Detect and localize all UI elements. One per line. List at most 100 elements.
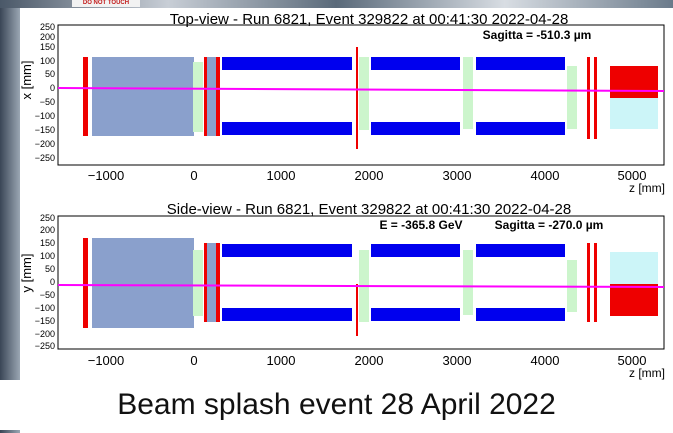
top-view-info-right: Sagitta = -510.3 µm bbox=[483, 28, 592, 42]
x-tick: 1000 bbox=[267, 353, 296, 368]
top-station-1 bbox=[359, 57, 369, 130]
top-view-y-label: x [mm] bbox=[20, 61, 34, 100]
top-station-3 bbox=[567, 66, 577, 129]
side-view-panel: Side-view - Run 6821, Event 329822 at 00… bbox=[19, 198, 673, 380]
y-tick: 0 bbox=[50, 83, 55, 93]
y-tick: 250 bbox=[40, 213, 55, 223]
top-magnet-3-lower bbox=[476, 122, 565, 135]
x-tick: 2000 bbox=[355, 168, 384, 183]
side-red-pair-1 bbox=[587, 243, 590, 322]
top-view-title: Top-view - Run 6821, Event 329822 at 00:… bbox=[170, 11, 569, 28]
top-view-panel: Top-view - Run 6821, Event 329822 at 00:… bbox=[19, 10, 673, 195]
side-view-y-label: y [mm] bbox=[20, 254, 34, 293]
y-tick: −100 bbox=[35, 303, 55, 313]
top-veto-plane bbox=[83, 57, 88, 136]
top-magnet-1-lower bbox=[222, 122, 352, 135]
top-magnet-3-upper bbox=[476, 57, 565, 70]
background-photo-left-edge bbox=[0, 0, 20, 433]
top-red-pair-2 bbox=[594, 57, 597, 139]
x-tick: 3000 bbox=[443, 353, 472, 368]
x-tick: −1000 bbox=[88, 353, 125, 368]
x-tick: 4000 bbox=[531, 168, 560, 183]
y-tick: −200 bbox=[35, 329, 55, 339]
side-view-info-right: Sagitta = -270.0 µm bbox=[495, 218, 604, 232]
y-tick: 100 bbox=[40, 56, 55, 66]
top-red-pair-1 bbox=[587, 57, 590, 139]
slide-caption: Beam splash event 28 April 2022 bbox=[0, 380, 673, 430]
side-magnet-2-upper bbox=[371, 244, 460, 257]
y-tick: −250 bbox=[35, 341, 55, 351]
x-tick: 5000 bbox=[618, 168, 647, 183]
side-view-frame bbox=[57, 215, 665, 350]
x-tick: 3000 bbox=[443, 168, 472, 183]
top-station-0 bbox=[193, 62, 203, 132]
y-tick: −150 bbox=[35, 125, 55, 135]
top-station-2 bbox=[463, 57, 473, 129]
y-tick: 150 bbox=[40, 42, 55, 52]
side-magnet-1-upper bbox=[222, 244, 352, 257]
side-station-0 bbox=[193, 250, 203, 316]
side-magnet-2-lower bbox=[371, 308, 460, 321]
top-stack-red-2 bbox=[216, 57, 220, 136]
side-veto-plane bbox=[83, 238, 88, 328]
side-stack-red-1 bbox=[204, 243, 207, 322]
side-absorber-block bbox=[92, 238, 194, 328]
x-tick: 0 bbox=[190, 168, 197, 183]
x-tick: 5000 bbox=[618, 353, 647, 368]
side-red-pair-2 bbox=[594, 243, 597, 322]
top-calo-cyan bbox=[610, 92, 658, 129]
x-tick: 0 bbox=[190, 353, 197, 368]
y-tick: 100 bbox=[40, 251, 55, 261]
y-tick: −200 bbox=[35, 139, 55, 149]
top-muon-track bbox=[57, 87, 665, 92]
top-view-plot: Top-view - Run 6821, Event 329822 at 00:… bbox=[19, 11, 665, 195]
top-magnet-1-upper bbox=[222, 57, 352, 70]
side-view-detector bbox=[57, 238, 665, 336]
side-view-y-ticks: 250 200 150 100 50 0 −50 −100 −150 −200 … bbox=[35, 213, 55, 351]
side-magnet-3-upper bbox=[476, 244, 565, 257]
y-tick: 250 bbox=[40, 22, 55, 32]
top-magnet-2-lower bbox=[371, 122, 460, 135]
y-tick: −150 bbox=[35, 316, 55, 326]
top-view-detector bbox=[57, 47, 665, 149]
x-tick: 2000 bbox=[355, 353, 384, 368]
top-calo-red bbox=[610, 66, 658, 98]
side-muon-track bbox=[57, 284, 665, 288]
background-photo-top-edge bbox=[0, 0, 673, 8]
top-absorber-block bbox=[92, 57, 194, 136]
side-magnet-1-lower bbox=[222, 308, 352, 321]
y-tick: 50 bbox=[45, 264, 55, 274]
top-magnet-2-upper bbox=[371, 57, 460, 70]
top-stack-grey bbox=[207, 57, 216, 136]
side-station-2 bbox=[463, 250, 473, 315]
y-tick: −50 bbox=[40, 290, 55, 300]
x-tick: 4000 bbox=[531, 353, 560, 368]
y-tick: −100 bbox=[35, 111, 55, 121]
side-magnet-3-lower bbox=[476, 308, 565, 321]
background-sticker: DO NOT TOUCH bbox=[72, 0, 140, 7]
side-stack-grey bbox=[207, 243, 216, 322]
top-view-x-ticks: −1000 0 1000 2000 3000 4000 5000 bbox=[88, 168, 647, 183]
side-view-info-left: E = -365.8 GeV bbox=[379, 218, 462, 232]
side-calo-cyan bbox=[610, 252, 658, 284]
side-view-x-label: z [mm] bbox=[629, 366, 665, 380]
side-view-plot: Side-view - Run 6821, Event 329822 at 00… bbox=[19, 201, 665, 380]
y-tick: 0 bbox=[50, 277, 55, 287]
x-tick: 1000 bbox=[267, 168, 296, 183]
side-view-title: Side-view - Run 6821, Event 329822 at 00… bbox=[167, 201, 571, 218]
top-view-frame bbox=[57, 24, 665, 166]
y-tick: 50 bbox=[45, 69, 55, 79]
y-tick: 150 bbox=[40, 238, 55, 248]
side-calo-red bbox=[610, 284, 658, 316]
side-view-x-ticks: −1000 0 1000 2000 3000 4000 5000 bbox=[88, 353, 647, 368]
x-tick: −1000 bbox=[88, 168, 125, 183]
top-view-y-ticks: 250 200 150 100 50 0 −50 −100 −150 −200 … bbox=[35, 22, 55, 163]
side-stack-red-2 bbox=[216, 243, 220, 322]
top-stack-red-1 bbox=[204, 57, 207, 136]
y-tick: −250 bbox=[35, 153, 55, 163]
top-trigger-line bbox=[356, 47, 358, 149]
y-tick: 200 bbox=[40, 32, 55, 42]
y-tick: 200 bbox=[40, 225, 55, 235]
y-tick: −50 bbox=[40, 97, 55, 107]
top-view-x-label: z [mm] bbox=[629, 181, 665, 195]
